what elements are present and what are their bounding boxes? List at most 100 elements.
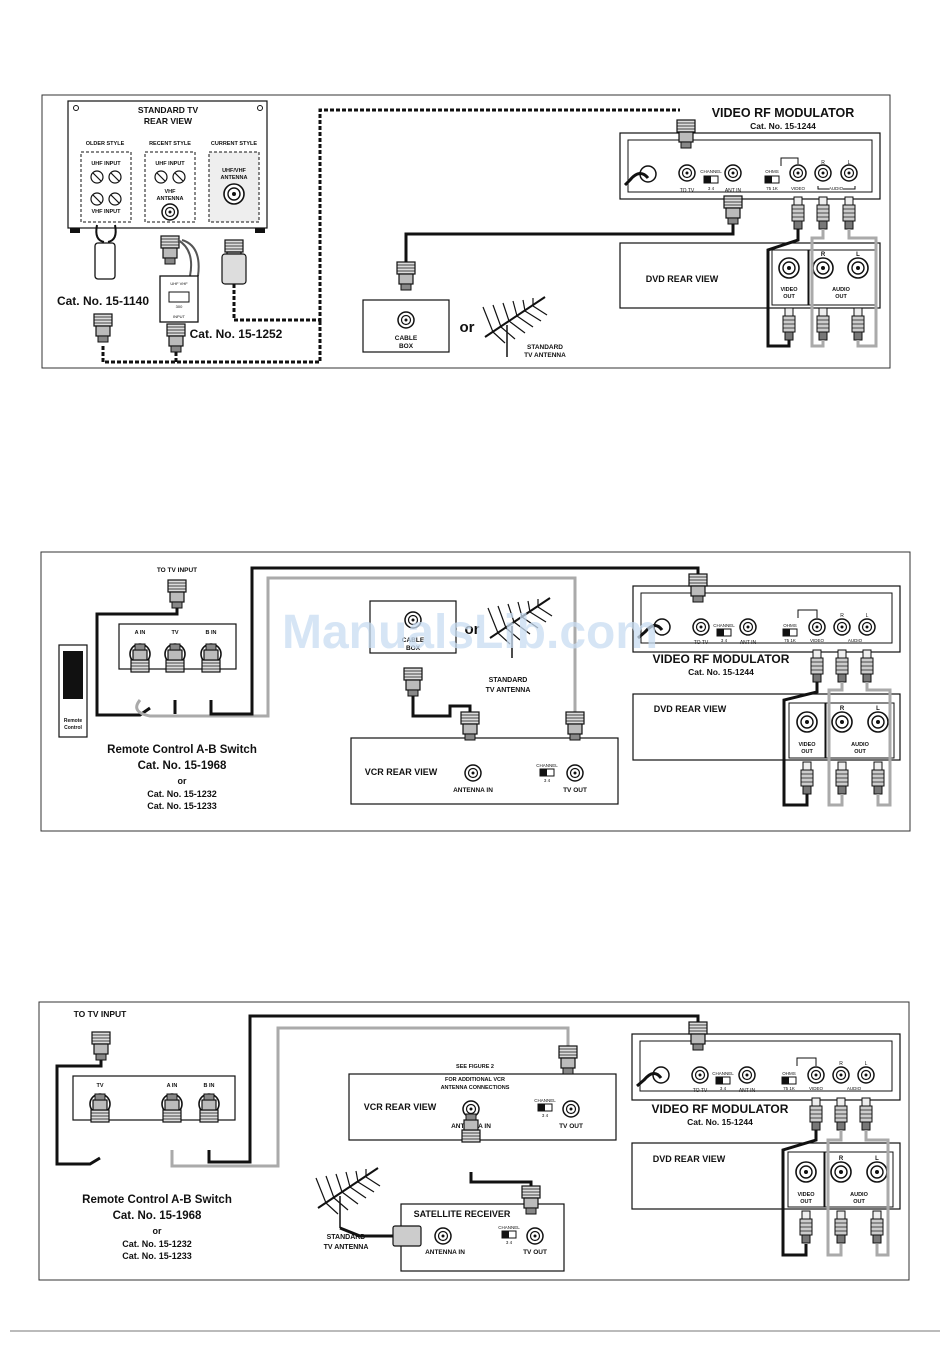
- rca-plug: [834, 1097, 848, 1131]
- channel-switch[interactable]: [715, 1076, 731, 1085]
- svg-text:VIDEO: VIDEO: [798, 742, 816, 748]
- svg-text:OUT: OUT: [800, 1199, 812, 1205]
- figure-1-frame: [41, 94, 891, 369]
- svg-text:STANDARD: STANDARD: [327, 1234, 366, 1241]
- vcr-channel-switch[interactable]: [537, 1103, 553, 1112]
- audio-out-l-jack: [866, 1161, 888, 1183]
- svg-text:OUT: OUT: [801, 749, 813, 755]
- channel-switch[interactable]: [703, 175, 719, 184]
- svg-text:STANDARD: STANDARD: [489, 677, 528, 684]
- ant-in-jack: [724, 164, 742, 182]
- svg-text:BOX: BOX: [399, 343, 414, 350]
- svg-text:or: or: [465, 621, 480, 638]
- svg-text:TO TV: TO TV: [693, 1088, 708, 1094]
- f-connector: [91, 1031, 111, 1061]
- svg-text:AUDIO: AUDIO: [850, 1192, 868, 1198]
- svg-text:UHF INPUT: UHF INPUT: [155, 161, 185, 167]
- vcr-channel-switch[interactable]: [539, 768, 555, 777]
- ant-in-jack: [739, 618, 757, 636]
- rca-plug: [835, 761, 849, 795]
- video-jack: [808, 618, 826, 636]
- svg-text:VIDEO: VIDEO: [791, 186, 806, 191]
- svg-text:CABLE: CABLE: [395, 335, 418, 342]
- rca-plug: [871, 761, 885, 795]
- svg-text:L: L: [848, 160, 851, 166]
- svg-text:AUDIO: AUDIO: [832, 287, 850, 293]
- dvd-rear-panel: [619, 242, 881, 309]
- svg-text:TV OUT: TV OUT: [559, 1123, 583, 1130]
- f-connector: [93, 313, 113, 343]
- vhf-screw-terminal: [90, 192, 104, 206]
- sat-channel-switch[interactable]: [501, 1230, 517, 1239]
- svg-text:UHF VHF: UHF VHF: [170, 281, 188, 286]
- rca-plug: [816, 307, 830, 341]
- ab-switch-title: Remote Control A-B Switch: [107, 744, 257, 756]
- f-connector: [460, 711, 480, 741]
- svg-text:ANTENNA CONNECTIONS: ANTENNA CONNECTIONS: [441, 1085, 510, 1091]
- svg-text:ANTENNA IN: ANTENNA IN: [453, 787, 493, 794]
- rca-plug: [851, 307, 865, 341]
- svg-text:Cat. No. 15-1233: Cat. No. 15-1233: [147, 801, 217, 811]
- svg-text:OUT: OUT: [835, 294, 847, 300]
- svg-text:CHANNEL: CHANNEL: [712, 1071, 734, 1076]
- svg-text:A IN: A IN: [135, 630, 146, 636]
- ab-switch-cat: Cat. No. 15-1968: [138, 760, 227, 772]
- to-tv-jack: [678, 164, 696, 182]
- ohms-switch[interactable]: [781, 1076, 797, 1085]
- uhf-screw-terminal: [108, 170, 122, 184]
- svg-text:R: R: [839, 1061, 843, 1067]
- satellite-receiver-label: SATELLITE RECEIVER: [414, 1209, 511, 1219]
- figure-2: TO TV INPUT A IN TV B IN Remote Control …: [40, 551, 911, 832]
- svg-text:B IN: B IN: [206, 630, 217, 636]
- svg-text:3 4: 3 4: [720, 1086, 727, 1091]
- audio-l-jack: [840, 164, 858, 182]
- svg-text:OHMS: OHMS: [765, 169, 779, 174]
- svg-text:L: L: [866, 613, 869, 619]
- svg-text:CHANNEL: CHANNEL: [534, 1098, 556, 1103]
- modulator-title: VIDEO RF MODULATOR: [653, 652, 790, 666]
- audio-out-l-jack: [847, 257, 869, 279]
- channel-switch[interactable]: [716, 628, 732, 637]
- svg-text:SEE FIGURE 2: SEE FIGURE 2: [456, 1064, 494, 1070]
- svg-text:3 4: 3 4: [708, 186, 715, 191]
- svg-text:TV: TV: [171, 630, 178, 636]
- svg-text:UHF/VHF: UHF/VHF: [222, 168, 246, 174]
- f-connector: [396, 261, 416, 291]
- video-out-jack: [795, 1161, 817, 1183]
- svg-text:TV ANTENNA: TV ANTENNA: [324, 1244, 369, 1251]
- vcr-tv-out-jack: [562, 1100, 580, 1118]
- svg-text:or: or: [178, 776, 187, 786]
- rca-plug: [859, 1097, 873, 1131]
- matching-transformer-15-1252: [159, 275, 199, 323]
- audio-out-l-jack: [867, 711, 889, 733]
- to-tv-jack: [692, 618, 710, 636]
- audio-out-r-jack: [830, 1161, 852, 1183]
- video-out-jack: [778, 257, 800, 279]
- older-style-label: OLDER STYLE: [86, 141, 125, 147]
- svg-text:Cat. No. 15-1232: Cat. No. 15-1232: [147, 789, 217, 799]
- f-connector: [723, 195, 743, 225]
- svg-text:75 1K: 75 1K: [766, 186, 778, 191]
- dvd-rear-label: DVD REAR VIEW: [646, 274, 719, 284]
- rf-modulator-panel: [631, 1033, 901, 1101]
- or-label: or: [460, 319, 475, 336]
- vcr-rear-panel: [348, 1073, 617, 1141]
- current-style-label: CURRENT STYLE: [211, 141, 257, 147]
- svg-text:L: L: [875, 1156, 879, 1162]
- dvd-rear-label: DVD REAR VIEW: [654, 704, 727, 714]
- svg-text:Cat. No. 15-1233: Cat. No. 15-1233: [122, 1251, 192, 1261]
- svg-text:Cat. No. 15-1232: Cat. No. 15-1232: [122, 1239, 192, 1249]
- rca-plug: [782, 307, 796, 341]
- vcr-rear-label: VCR REAR VIEW: [365, 767, 438, 777]
- ohms-switch[interactable]: [764, 175, 780, 184]
- svg-text:STANDARD: STANDARD: [527, 344, 563, 351]
- vhf-screw-terminal: [108, 192, 122, 206]
- svg-text:TV ANTENNA: TV ANTENNA: [524, 352, 566, 359]
- ohms-switch[interactable]: [782, 628, 798, 637]
- svg-text:TO TV: TO TV: [694, 640, 709, 646]
- to-tv-jack: [691, 1066, 709, 1084]
- rca-plug: [809, 1097, 823, 1131]
- svg-text:R: R: [821, 252, 826, 258]
- svg-text:L: L: [876, 706, 880, 712]
